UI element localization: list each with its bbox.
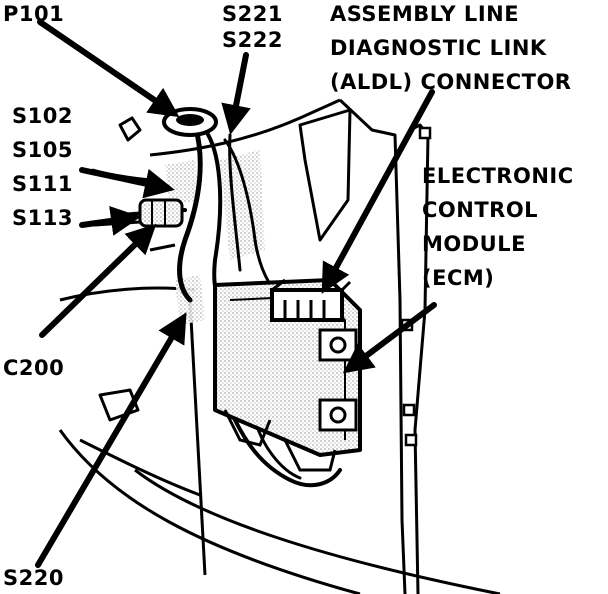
arrow-s105-s111 bbox=[79, 167, 175, 199]
label-s102: S102 bbox=[12, 104, 73, 128]
label-s220: S220 bbox=[3, 566, 64, 590]
c200-connector bbox=[138, 198, 184, 228]
label-ecm-line1: ELECTRONIC bbox=[422, 164, 574, 188]
arrow-c200 bbox=[39, 223, 157, 338]
aldl-connector bbox=[270, 278, 352, 322]
arrow-aldl bbox=[321, 89, 435, 294]
arrow-ecm bbox=[342, 302, 437, 374]
arrow-p101 bbox=[37, 19, 180, 118]
label-ecm-line4: (ECM) bbox=[422, 266, 495, 290]
label-s221: S221 bbox=[222, 2, 283, 26]
label-s111: S111 bbox=[12, 172, 73, 196]
label-c200: C200 bbox=[3, 356, 65, 380]
label-s105: S105 bbox=[12, 138, 73, 162]
label-ecm-line2: CONTROL bbox=[422, 198, 539, 222]
leader-arrows bbox=[35, 19, 437, 568]
ecm-module bbox=[213, 278, 362, 472]
label-p101: P101 bbox=[3, 2, 65, 26]
label-aldl-line1: ASSEMBLY LINE bbox=[330, 2, 520, 26]
arrow-s113 bbox=[79, 206, 141, 236]
label-aldl-line2: DIAGNOSTIC LINK bbox=[330, 36, 547, 60]
label-aldl-line3: (ALDL) CONNECTOR bbox=[330, 70, 572, 94]
arrow-s221-s222 bbox=[221, 52, 251, 135]
label-s222: S222 bbox=[222, 28, 283, 52]
arrow-s220 bbox=[35, 312, 187, 568]
label-ecm-line3: MODULE bbox=[422, 232, 526, 256]
label-s113: S113 bbox=[12, 206, 73, 230]
